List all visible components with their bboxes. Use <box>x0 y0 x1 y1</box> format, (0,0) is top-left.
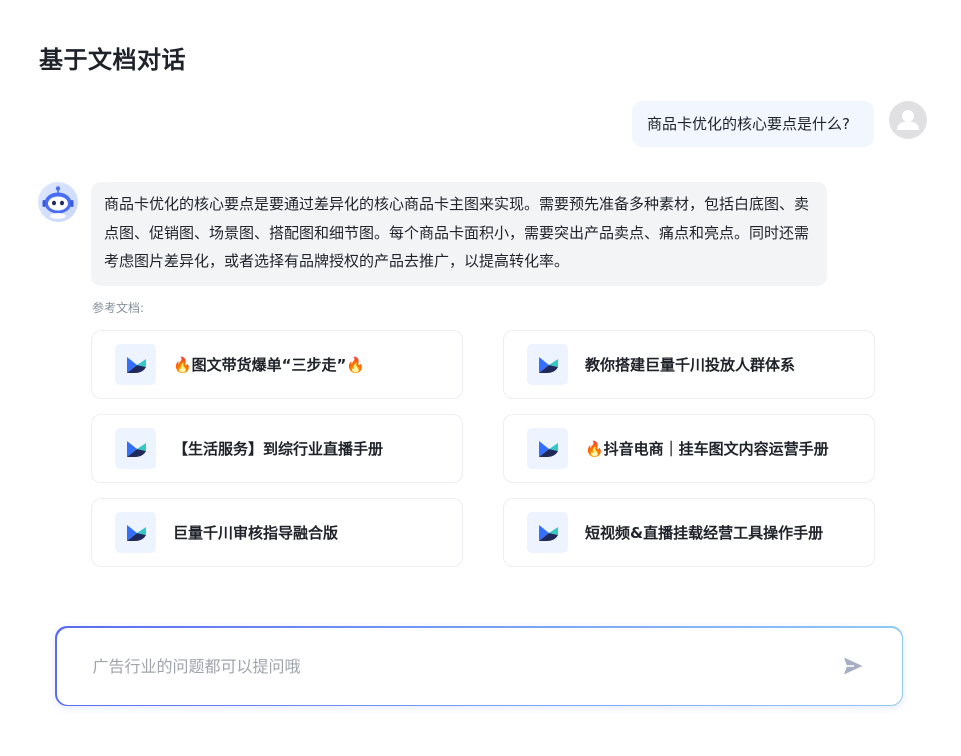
doc-icon-wrapper <box>115 428 156 469</box>
doc-icon-wrapper <box>115 512 156 553</box>
page-title: 基于文档对话 <box>39 46 186 74</box>
user-silhouette-icon <box>897 110 919 130</box>
reference-docs-label: 参考文档: <box>92 301 145 315</box>
reference-docs-grid: 🔥图文带货爆单“三步走”🔥 教你搭建巨量千川投放人群体系 【生活服务】到 <box>91 330 875 567</box>
reference-doc-card[interactable]: 短视频&直播挂载经营工具操作手册 <box>503 498 875 567</box>
robot-icon <box>38 182 78 222</box>
user-avatar <box>889 101 927 139</box>
reference-doc-card[interactable]: 【生活服务】到综行业直播手册 <box>91 414 463 483</box>
doc-title: 【生活服务】到综行业直播手册 <box>173 440 384 458</box>
user-message-bubble: 商品卡优化的核心要点是什么? <box>632 101 874 147</box>
doc-icon-wrapper <box>115 344 156 385</box>
send-button[interactable] <box>840 653 866 679</box>
feishu-doc-icon <box>126 440 146 457</box>
feishu-doc-icon <box>538 356 558 373</box>
feishu-doc-icon <box>126 524 146 541</box>
doc-title: 教你搭建巨量千川投放人群体系 <box>585 356 796 374</box>
question-input[interactable] <box>90 655 840 677</box>
doc-title: 短视频&直播挂载经营工具操作手册 <box>585 524 824 542</box>
doc-icon-wrapper <box>527 512 568 553</box>
reference-doc-card[interactable]: 🔥图文带货爆单“三步走”🔥 <box>91 330 463 399</box>
send-icon <box>843 657 862 675</box>
feishu-doc-icon <box>538 440 558 457</box>
reference-doc-card[interactable]: 巨量千川审核指导融合版 <box>91 498 463 567</box>
feishu-doc-icon <box>126 356 146 373</box>
doc-icon-wrapper <box>527 428 568 469</box>
question-input-container <box>55 626 903 706</box>
reference-doc-card[interactable]: 🔥抖音电商｜挂车图文内容运营手册 <box>503 414 875 483</box>
bot-avatar <box>38 182 78 222</box>
question-input-inner <box>56 627 902 705</box>
reference-doc-card[interactable]: 教你搭建巨量千川投放人群体系 <box>503 330 875 399</box>
doc-icon-wrapper <box>527 344 568 385</box>
doc-title: 🔥图文带货爆单“三步走”🔥 <box>173 356 366 374</box>
feishu-doc-icon <box>538 524 558 541</box>
doc-title: 巨量千川审核指导融合版 <box>173 524 339 542</box>
user-message-row: 商品卡优化的核心要点是什么? <box>632 101 927 147</box>
doc-title: 🔥抖音电商｜挂车图文内容运营手册 <box>585 440 829 458</box>
bot-message-bubble: 商品卡优化的核心要点是要通过差异化的核心商品卡主图来实现。需要预先准备多种素材，… <box>91 182 827 286</box>
